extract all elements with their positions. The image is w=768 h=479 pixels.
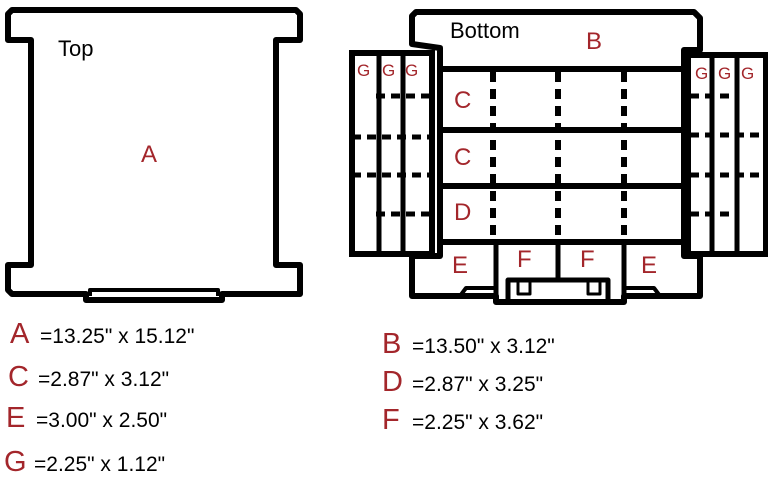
left-g-block (349, 50, 435, 257)
legend-letter: E (6, 402, 26, 434)
legend-dimensions: =2.87" x 3.25" (412, 373, 544, 396)
top-view-outline (5, 7, 303, 303)
legend-dimensions: =2.87" x 3.12" (38, 368, 170, 391)
region-f-right-label: F (580, 246, 595, 273)
region-e-left-label: E (452, 252, 469, 279)
region-g-label: G (741, 64, 755, 83)
legend-item-f: F =2.25" x 3.62" (382, 404, 543, 437)
region-d-label: D (454, 199, 472, 226)
legend-item-b: B =13.50" x 3.12" (382, 328, 555, 361)
region-g-label: G (382, 61, 396, 80)
legend-dimensions: =2.25" x 1.12" (34, 453, 166, 476)
region-g-label: G (718, 64, 732, 83)
bottom-view-title: Bottom (450, 18, 520, 43)
legend-dimensions: =2.25" x 3.62" (412, 411, 544, 434)
legend-item-d: D =2.87" x 3.25" (382, 366, 543, 399)
right-g-block (685, 52, 768, 257)
region-g-label: G (405, 61, 419, 80)
legend-item-c: C =2.87" x 3.12" (8, 361, 169, 394)
legend-letter: B (382, 328, 402, 360)
legend-item-a: A =13.25" x 15.12" (10, 318, 194, 351)
top-view-title: Top (58, 36, 94, 61)
legend-letter: C (8, 361, 29, 393)
legend-letter: G (4, 446, 27, 478)
region-g-label: G (357, 61, 371, 80)
region-c1-label: C (454, 87, 472, 114)
legend-item-g: G =2.25" x 1.12" (4, 446, 165, 479)
legend-dimensions: =13.50" x 3.12" (412, 335, 555, 358)
region-a-label: A (141, 141, 158, 168)
legend-item-e: E =3.00" x 2.50" (6, 402, 167, 435)
region-e-right-label: E (641, 252, 658, 279)
region-f-left-label: F (517, 246, 532, 273)
legend-dimensions: =3.00" x 2.50" (36, 409, 168, 432)
bottom-view-outline (409, 9, 703, 305)
region-b-label: B (586, 28, 603, 55)
legend-letter: A (10, 318, 30, 350)
legend-letter: F (382, 404, 400, 436)
legend-letter: D (382, 366, 403, 398)
legend-dimensions: =13.25" x 15.12" (40, 325, 195, 348)
region-c2-label: C (454, 144, 472, 171)
region-g-label: G (695, 64, 709, 83)
